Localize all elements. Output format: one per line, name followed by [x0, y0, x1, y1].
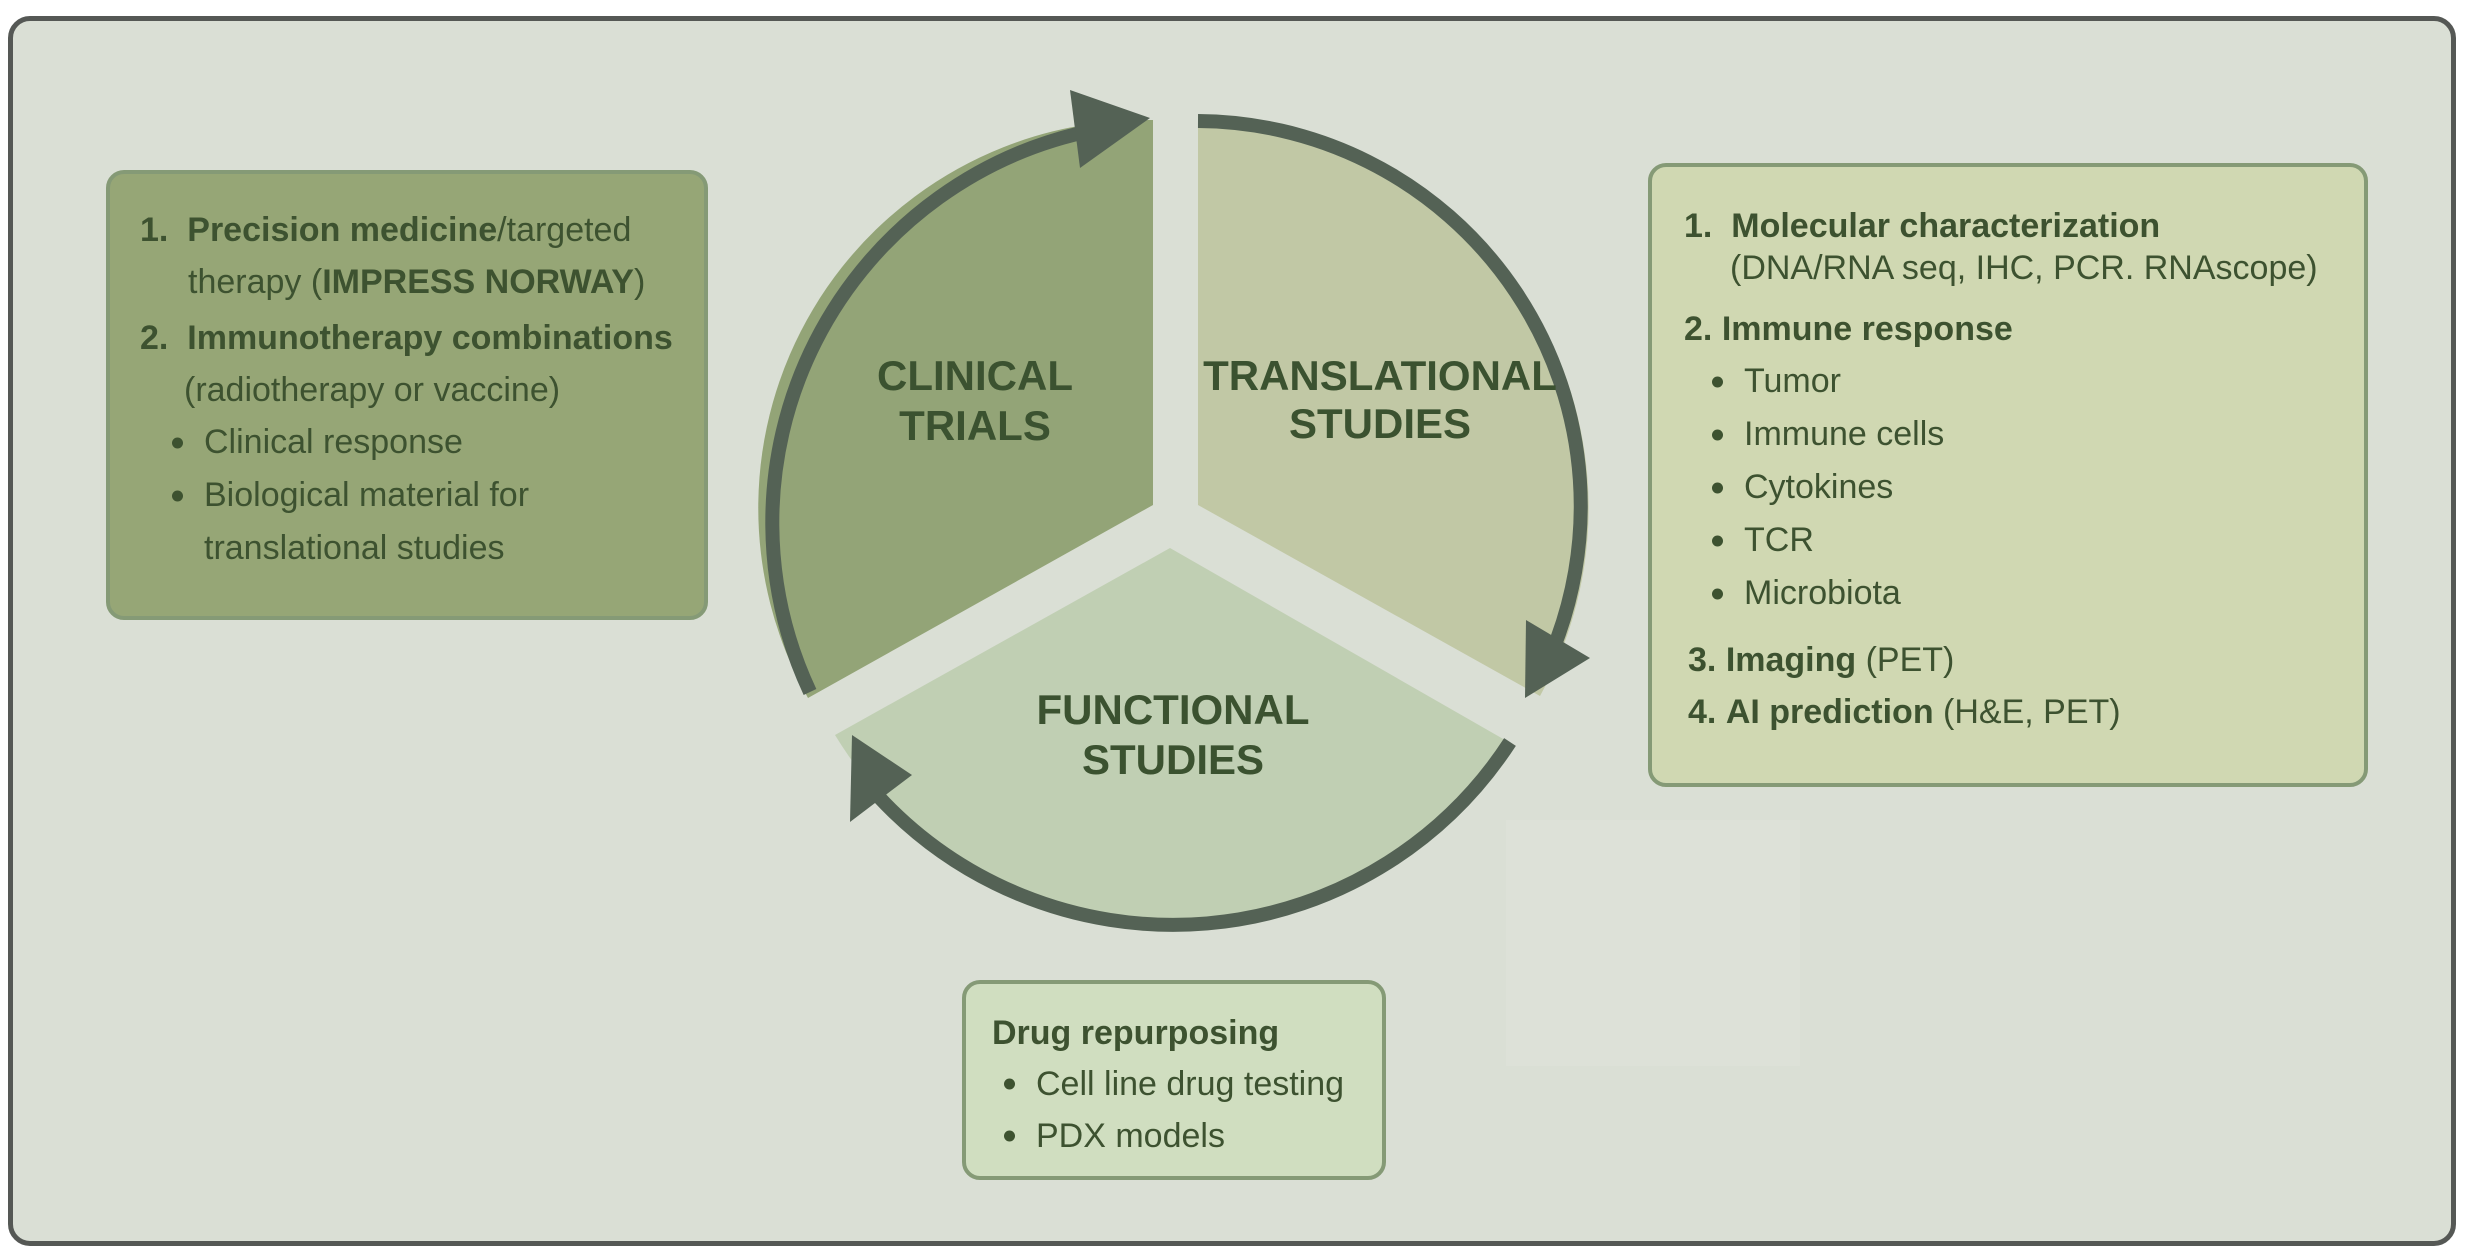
arrowhead-right-icon: [1525, 620, 1590, 698]
left-bullet-2: Biological material for: [168, 469, 704, 522]
left-item-2: 2. Immunotherapy combinations (radiother…: [140, 312, 704, 416]
right-bullet-tumor: Tumor: [1708, 355, 2364, 408]
left-item-1-line2-bold: IMPRESS NORWAY: [322, 263, 634, 301]
segment-functional-studies: [835, 548, 1505, 925]
segment-clinical-trials: [758, 119, 1153, 699]
left-item-2-bold: Immunotherapy combinations: [187, 319, 673, 357]
right-item-4-rest: (H&E, PET): [1933, 693, 2121, 731]
arrowhead-left-icon: [850, 735, 912, 822]
translational-studies-box: 1. Molecular characterization (DNA/RNA s…: [1648, 163, 2368, 787]
right-item-4-num: 4.: [1688, 693, 1717, 731]
left-item-2-line2: (radiotherapy or vaccine): [184, 371, 561, 409]
right-item-3-bold: Imaging: [1725, 641, 1857, 679]
right-item-4-bold: AI prediction: [1725, 693, 1934, 731]
right-item-1-line2: (DNA/RNA seq, IHC, PCR. RNAscope): [1730, 249, 2318, 287]
right-item-2-num: 2.: [1684, 310, 1713, 348]
arrowhead-top-icon: [1070, 90, 1150, 168]
right-item-1-num: 1.: [1684, 207, 1713, 245]
bottom-bullet-cell-line: Cell line drug testing: [1000, 1058, 1382, 1110]
right-item-3-num: 3.: [1688, 641, 1717, 679]
label-translational-line2: STUDIES: [1289, 400, 1471, 447]
left-item-2-num: 2.: [140, 319, 169, 357]
label-functional-line2: STUDIES: [1082, 736, 1264, 783]
right-item-1: 1. Molecular characterization (DNA/RNA s…: [1684, 205, 2364, 289]
left-item-1: 1. Precision medicine/targeted therapy (…: [140, 204, 704, 308]
right-bullet-cytokines: Cytokines: [1708, 461, 2364, 514]
right-item-1-bold: Molecular characterization: [1731, 207, 2161, 245]
clinical-trials-box: 1. Precision medicine/targeted therapy (…: [106, 170, 708, 620]
left-bullet-1: Clinical response: [168, 416, 704, 469]
label-clinical-line2: TRIALS: [899, 402, 1051, 449]
right-bullet-tcr: TCR: [1708, 514, 2364, 567]
label-translational-line1: TRANSLATIONAL: [1203, 352, 1557, 399]
left-item-1-line2-post: ): [633, 263, 646, 301]
bottom-bullet-pdx: PDX models: [1000, 1110, 1382, 1162]
blank-patch: [1506, 820, 1800, 1066]
right-item-2-bold: Immune response: [1721, 310, 2013, 348]
right-item-3-rest: (PET): [1856, 641, 1955, 679]
right-bullet-immune-cells: Immune cells: [1708, 408, 2364, 461]
arrow-arc-translational: [1197, 114, 1588, 655]
left-item-1-bold: Precision medicine: [187, 211, 498, 249]
right-bullet-microbiota: Microbiota: [1708, 567, 2364, 620]
right-item-2: 2. Immune response: [1684, 303, 2364, 355]
left-item-1-num: 1.: [140, 211, 169, 249]
right-item-4: 4. AI prediction (H&E, PET): [1684, 686, 2364, 738]
label-functional-line1: FUNCTIONAL: [1037, 686, 1310, 733]
left-item-1-line2-pre: therapy (: [188, 263, 323, 301]
left-item-1-rest: /targeted: [497, 211, 632, 249]
arrow-arc-functional: [872, 738, 1516, 932]
functional-studies-box: Drug repurposing Cell line drug testing …: [962, 980, 1386, 1180]
right-item-3: 3. Imaging (PET): [1684, 634, 2364, 686]
left-bullet-2-cont: translational studies: [204, 529, 505, 567]
label-clinical-line1: CLINICAL: [877, 352, 1073, 399]
bottom-title: Drug repurposing: [992, 1014, 1280, 1052]
arrow-arc-clinical: [765, 123, 1097, 695]
